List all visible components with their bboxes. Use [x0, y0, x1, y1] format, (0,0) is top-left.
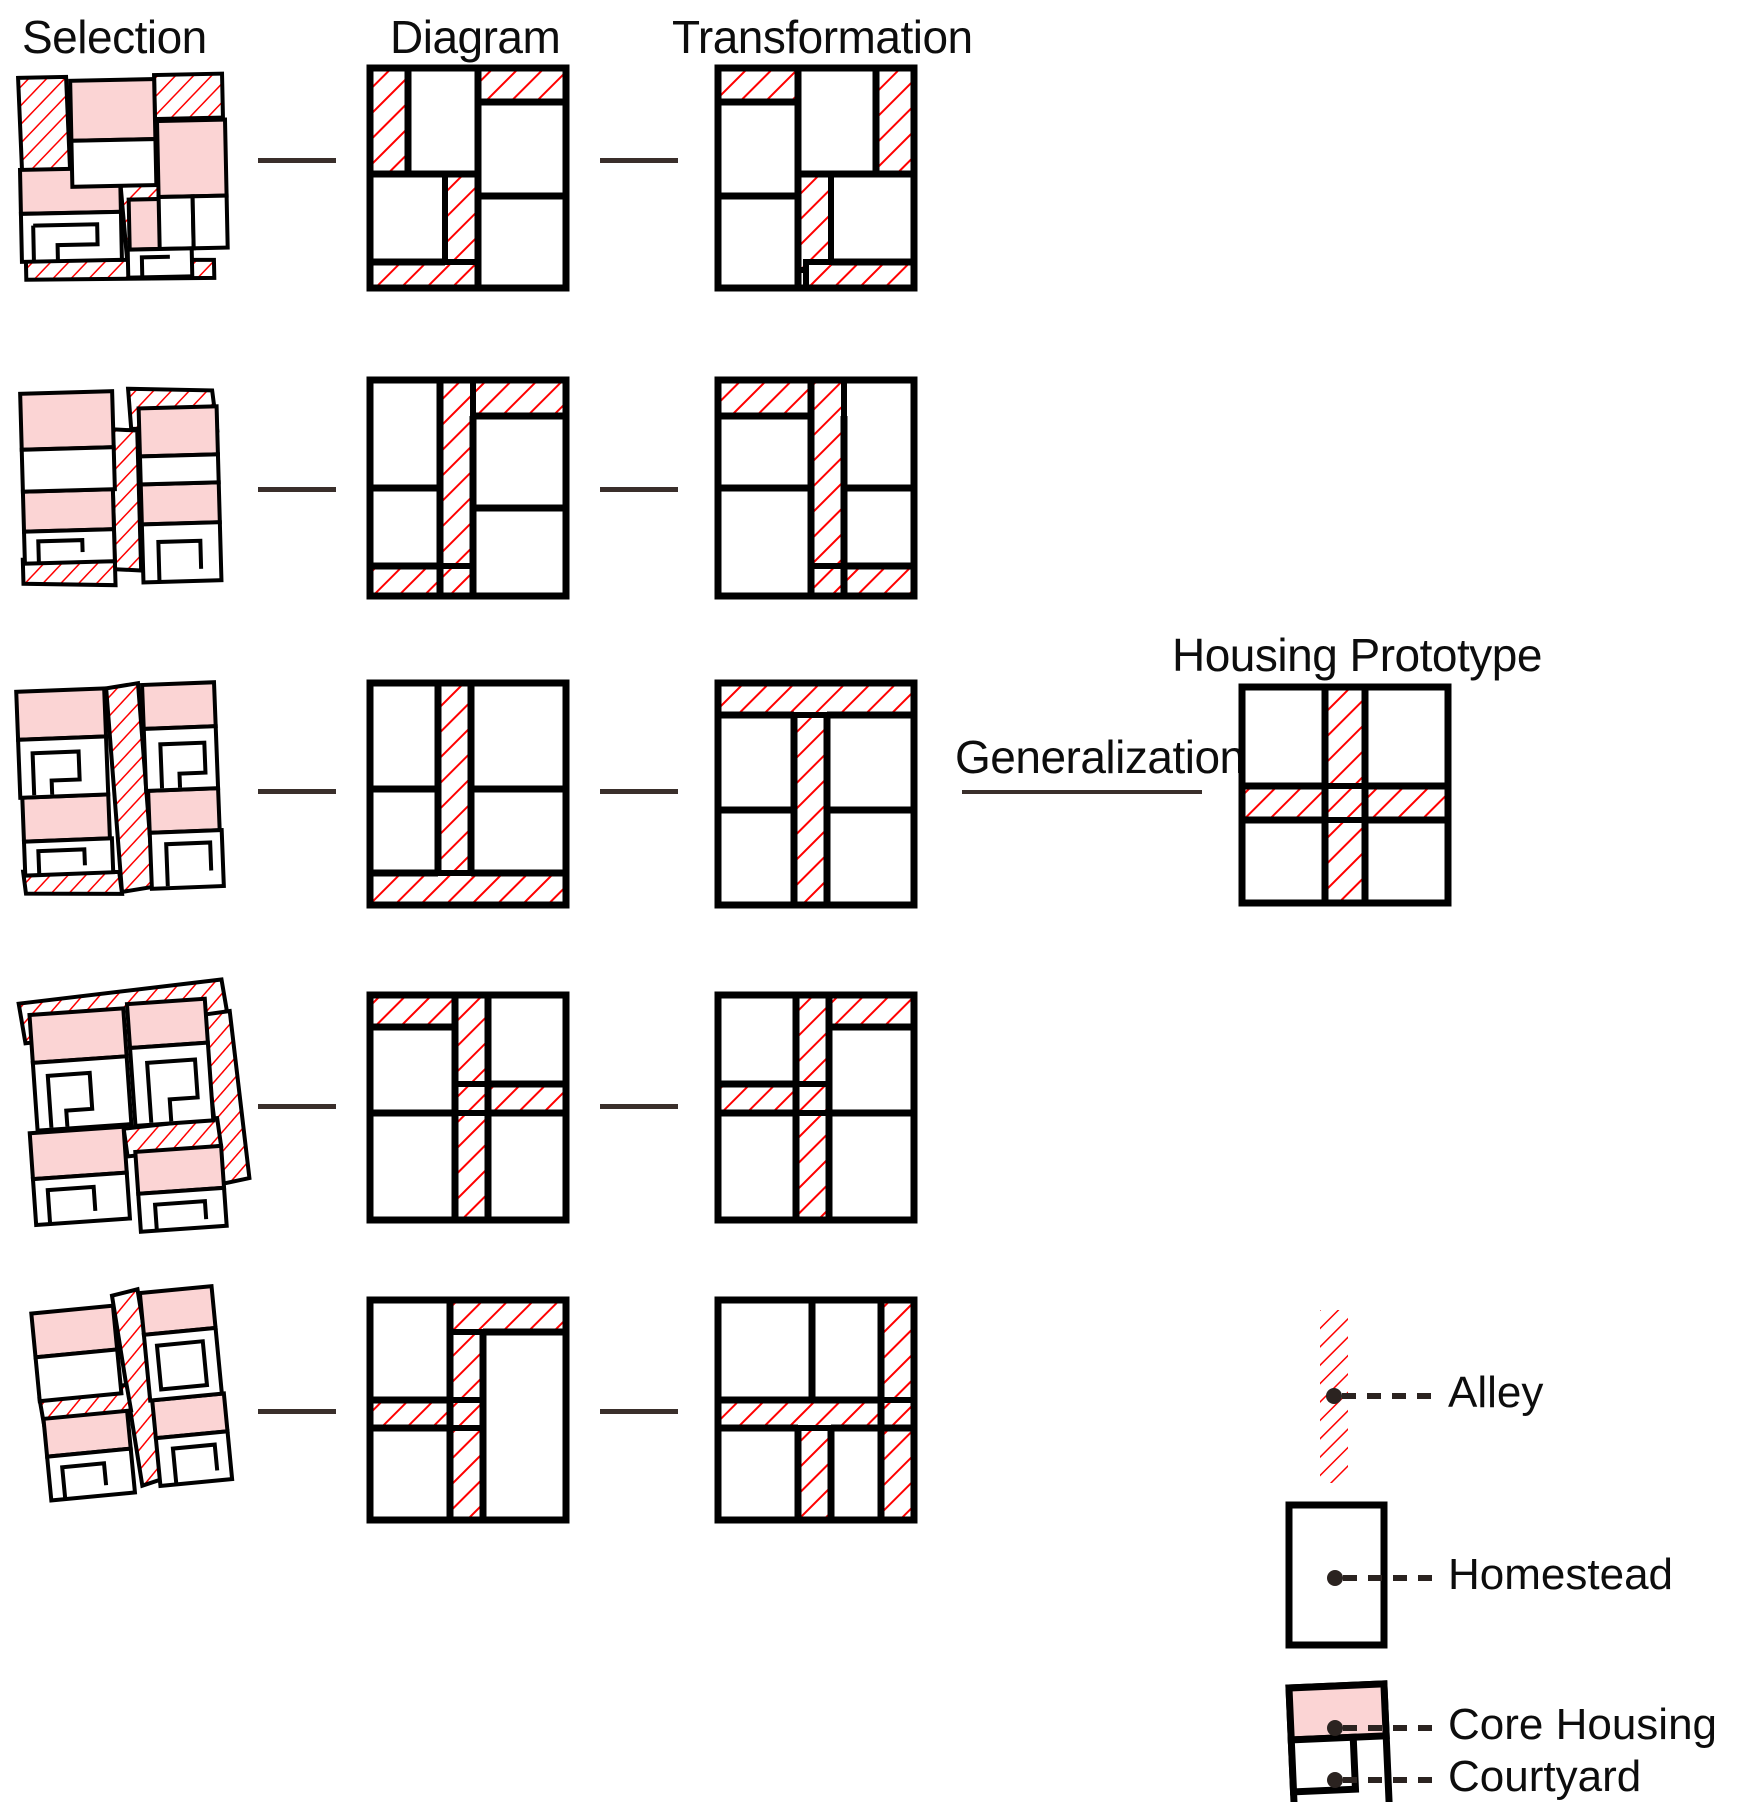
legend-swatch-homestead: [1285, 1501, 1434, 1649]
diagram-plan-row-5: [366, 1296, 570, 1524]
diagram-plan-row-3: [366, 679, 570, 909]
connector-row4-sel-diag: [258, 1104, 336, 1109]
generalization-label: Generalization: [955, 731, 1245, 783]
legend-swatch-core-housing-courtyard: [1285, 1680, 1434, 1802]
selection-plan-row-5: [29, 1283, 235, 1503]
header-housing-prototype: Housing Prototype: [1172, 629, 1542, 681]
header-selection: Selection: [22, 11, 207, 63]
connector-row5-sel-diag: [258, 1409, 336, 1414]
transformation-plan-row-1: [714, 64, 918, 292]
transformation-plan-row-2: [714, 376, 918, 600]
connector-row3-sel-diag: [258, 789, 336, 794]
selection-plan-row-4: [16, 977, 252, 1234]
connector-row2-sel-diag: [258, 487, 336, 492]
diagram-plan-row-2: [366, 376, 570, 600]
diagram-plan-row-1: [366, 64, 570, 292]
connector-row4-diag-trans: [600, 1104, 678, 1109]
selection-plan-row-2: [18, 386, 224, 588]
legend-label-alley: Alley: [1448, 1368, 1544, 1417]
transformation-plan-row-4: [714, 991, 918, 1224]
legend-label-courtyard: Courtyard: [1448, 1752, 1642, 1801]
legend-swatch-alley: [1320, 1310, 1434, 1483]
connector-row1-sel-diag: [258, 158, 336, 163]
connector-row2-diag-trans: [600, 487, 678, 492]
diagram-plan-row-4: [366, 991, 570, 1224]
selection-plan-row-3: [14, 680, 226, 896]
generalization-connector-line: [962, 790, 1202, 794]
header-diagram: Diagram: [390, 11, 561, 63]
connector-row1-diag-trans: [600, 158, 678, 163]
transformation-plan-row-5: [714, 1296, 918, 1524]
legend-label-core-housing: Core Housing: [1448, 1700, 1718, 1749]
connector-row3-diag-trans: [600, 789, 678, 794]
legend-label-homestead: Homestead: [1448, 1550, 1674, 1599]
connector-row5-diag-trans: [600, 1409, 678, 1414]
housing-prototype-plan: [1238, 683, 1452, 907]
selection-plan-row-1: [15, 71, 230, 282]
transformation-plan-row-3: [714, 679, 918, 909]
header-transformation: Transformation: [672, 11, 973, 63]
